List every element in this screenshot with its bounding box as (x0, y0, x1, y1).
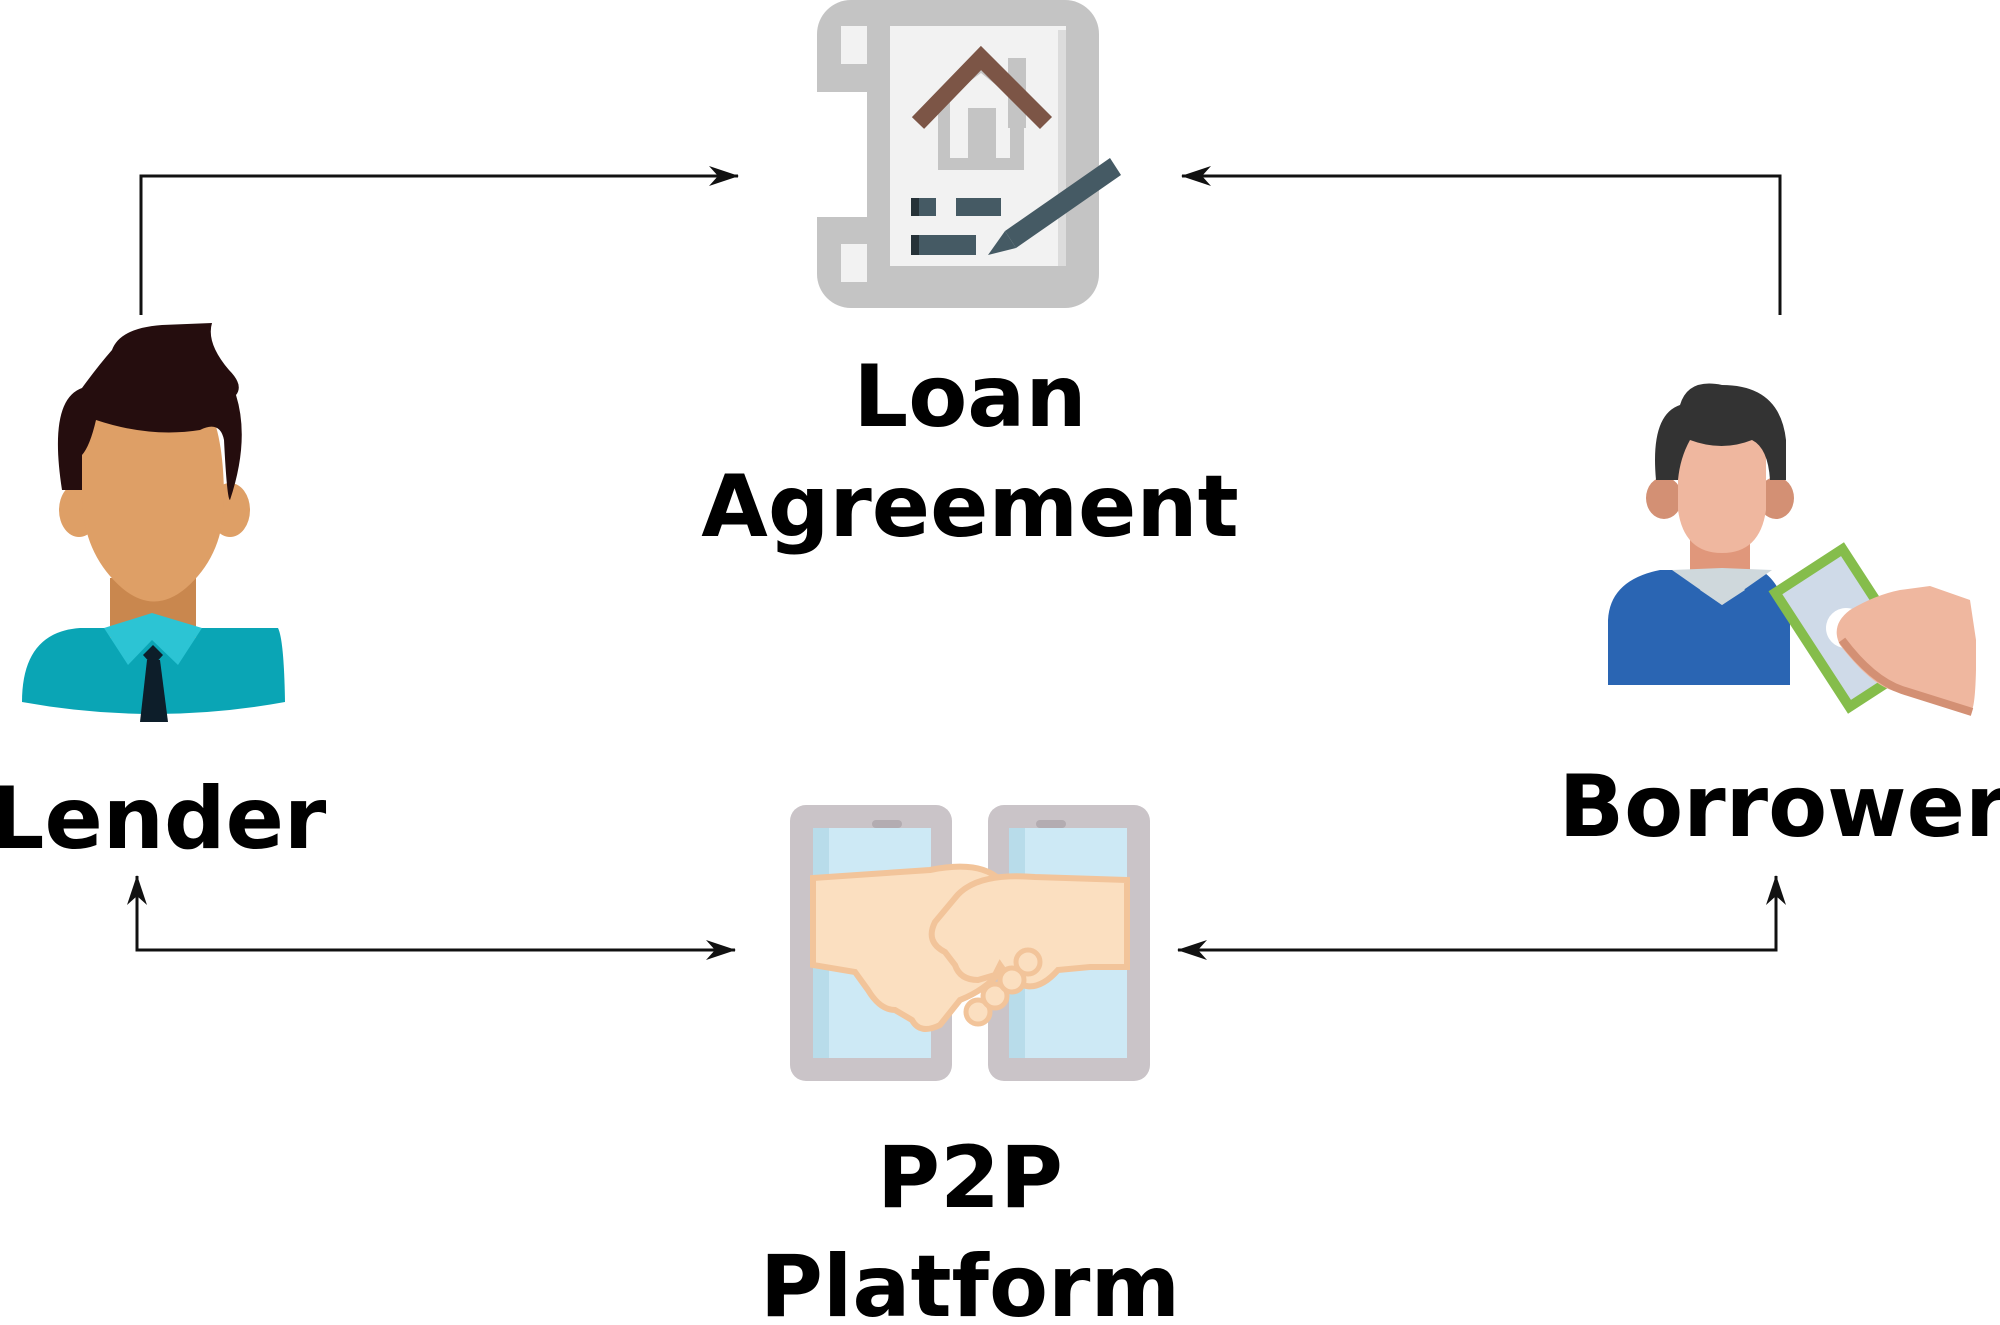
p2p-platform-label-line1: P2P (877, 1128, 1063, 1228)
arrow-borrower-platform (1177, 875, 1786, 960)
p2p-platform-label-line2: Platform (760, 1237, 1180, 1320)
arrow-borrower-to-agreement (1181, 166, 1782, 315)
lender-label: Lender (0, 769, 327, 869)
arrow-lender-platform (127, 875, 736, 960)
borrower-label: Borrower (1559, 757, 2000, 857)
borrower-person-with-money-icon (1608, 383, 1976, 716)
connectors (127, 166, 1786, 960)
loan-agreement-label-line2: Agreement (701, 457, 1238, 557)
loan-agreement-document-icon (817, 0, 1121, 308)
arrow-lender-to-agreement (139, 166, 739, 315)
lender-person-icon (22, 323, 285, 722)
phones-handshake-icon (790, 805, 1150, 1081)
loan-agreement-label-line1: Loan (853, 347, 1086, 447)
